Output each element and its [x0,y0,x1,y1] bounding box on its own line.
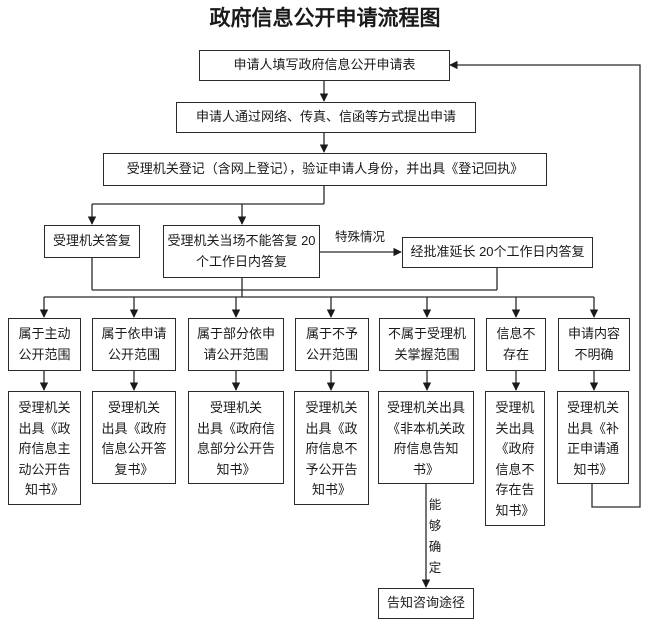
result-7: 受理机关 出具《补 正申请通 知书》 [557,391,629,484]
result-4: 受理机关 出具《政 府信息不 予公开告 知书》 [294,391,369,505]
category-7: 申请内容 不明确 [558,318,630,371]
edge-label-can-determine: 能 够 确 定 [428,498,442,575]
result-3: 受理机关 出具《政府信 息部分公开告 知书》 [188,391,284,484]
result-5: 受理机关出具 《非本机关政 府信息告知 书》 [378,391,474,484]
node-register: 受理机关登记（含网上登记），验证申请人身份，并出具《登记回执》 [103,153,547,186]
node-cannot-reply: 受理机关当场不能答复 20 个工作日内答复 [163,225,320,278]
node-submit-application: 申请人通过网络、传真、信函等方式提出申请 [176,102,476,133]
edge-label-special-case: 特殊情况 [334,230,385,244]
category-5: 不属于受理机 关掌握范围 [379,318,475,371]
category-6: 信息不 存在 [486,318,546,371]
page-title: 政府信息公开申请流程图 [209,5,441,30]
node-extend: 经批准延长 20个工作日内答复 [402,237,593,268]
node-reply: 受理机关答复 [44,225,140,258]
category-3: 属于部分依申 请公开范围 [188,318,284,371]
category-1: 属于主动 公开范围 [8,318,81,371]
arrow-feedback-loop [449,60,641,508]
category-4: 属于不予 公开范围 [295,318,369,371]
result-6: 受理机 关出具 《政府 信息不 存在告 知书》 [485,391,545,526]
result-1: 受理机关 出具《政 府信息主 动公开告 知书》 [8,391,81,505]
node-apply-form: 申请人填写政府信息公开申请表 [199,50,450,81]
node-consult-channels: 告知咨询途径 [378,588,474,619]
result-2: 受理机关 出具《政府 信息公开答 复书》 [92,391,176,484]
category-2: 属于依申请 公开范围 [92,318,176,371]
